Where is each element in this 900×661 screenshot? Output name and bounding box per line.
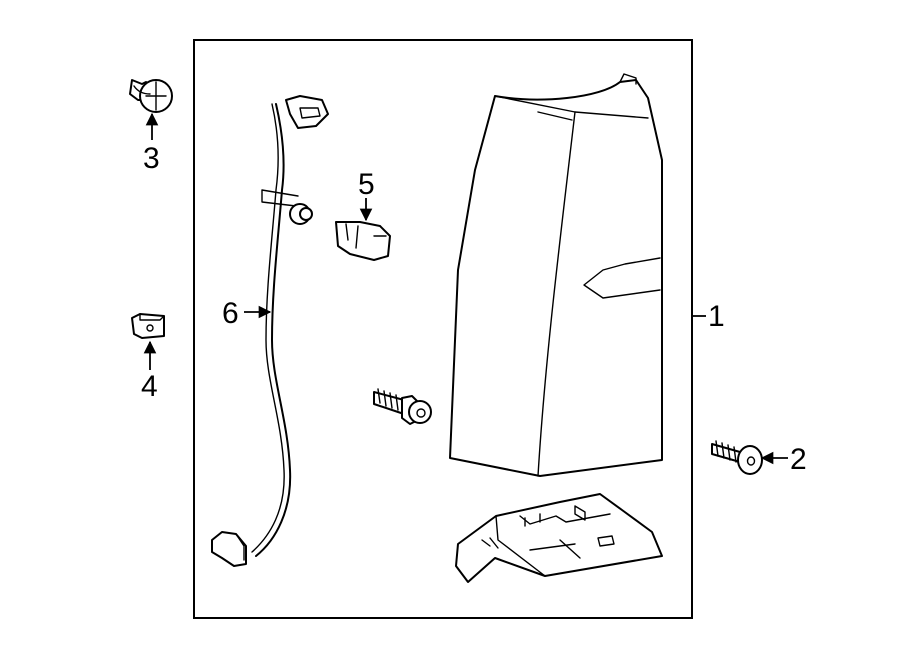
callout-2: 2 — [790, 443, 807, 476]
tail-lamp-housing — [449, 73, 663, 477]
callout-1: 1 — [708, 300, 725, 333]
lamp-base-bracket — [455, 493, 663, 583]
push-retainer — [129, 79, 173, 113]
callout-3: 3 — [143, 142, 160, 175]
screw-right — [711, 440, 763, 475]
bolt-center — [373, 388, 432, 425]
callout-6: 6 — [222, 297, 239, 330]
clip-nut — [131, 313, 165, 339]
wiring-harness — [211, 95, 329, 567]
callout-5: 5 — [358, 168, 375, 201]
callout-4: 4 — [141, 370, 158, 403]
bulb-socket — [335, 221, 391, 261]
